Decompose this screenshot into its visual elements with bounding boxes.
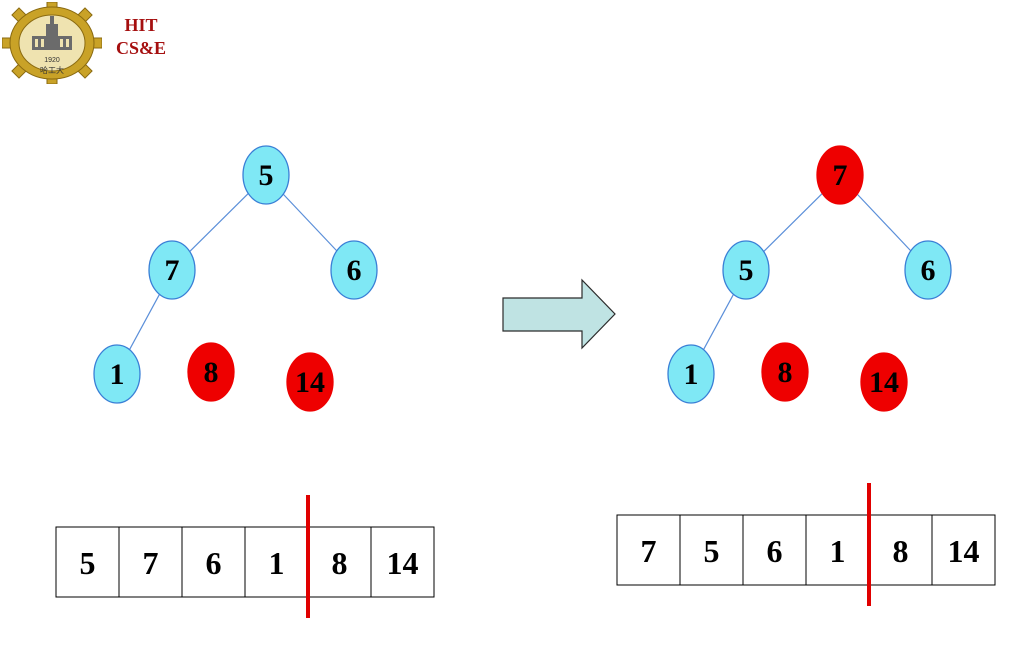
after-tree-node-label-4: 8 [778,356,793,389]
after-tree-node-label-5: 14 [869,366,899,399]
after-array-value-2: 6 [767,533,783,569]
after-tree-node-label-0: 7 [833,159,848,192]
before-array-cell-0 [55,526,120,598]
before-tree-edge [128,292,161,352]
after-tree-node-label-1: 5 [739,254,754,287]
after-array-value-1: 5 [704,533,720,569]
before-array-value-1: 7 [143,545,159,581]
before-tree-node-1 [148,240,196,300]
after-array-cell-0 [616,514,681,586]
before-array-value-0: 5 [80,545,96,581]
before-tree-node-5 [286,352,334,412]
after-array-cell-5 [931,514,996,586]
before-tree-node-4 [187,342,235,402]
before-array-value-3: 1 [269,545,285,581]
before-tree-node-label-4: 8 [204,356,219,389]
svg-text:1920: 1920 [44,57,60,64]
before-tree-edge [282,193,338,252]
gear-seal-icon: 1920 哈工大 [1,1,103,85]
after-array-value-5: 14 [948,533,980,569]
university-seal-logo: 1920 哈工大 [1,1,103,85]
after-tree-edge [856,193,912,252]
before-tree-node-label-2: 6 [347,254,362,287]
after-tree-edge [763,193,823,252]
org-name-line2: CS&E [116,38,167,58]
svg-text:哈工大: 哈工大 [40,65,64,75]
after-array-cell-4 [868,514,933,586]
before-array-value-4: 8 [332,545,348,581]
before-array-cell-5 [370,526,435,598]
after-tree-node-label-3: 1 [684,358,699,391]
before-array-value-2: 6 [206,545,222,581]
before-tree-node-0 [242,145,290,205]
before-array-value-5: 14 [387,545,419,581]
after-tree-edge [702,292,735,352]
after-array-value-4: 8 [893,533,909,569]
after-tree-node-5 [860,352,908,412]
after-array-value-3: 1 [830,533,846,569]
before-tree-edge [189,193,249,252]
before-tree-node-label-1: 7 [165,254,180,287]
transition-arrow-icon [502,278,616,350]
after-array-value-0: 7 [641,533,657,569]
before-tree-node-label-5: 14 [295,366,325,399]
before-array-cell-1 [118,526,183,598]
after-tree-node-2 [904,240,952,300]
org-name-line1: HIT [124,15,158,35]
org-name: HIT CS&E [116,14,166,60]
before-tree-node-label-0: 5 [259,159,274,192]
before-tree-node-3 [93,344,141,404]
before-array-cell-2 [181,526,246,598]
after-array-cell-3 [805,514,870,586]
after-tree-node-3 [667,344,715,404]
after-array-cell-2 [742,514,807,586]
after-tree-node-label-2: 6 [921,254,936,287]
before-tree-node-2 [330,240,378,300]
after-tree-node-4 [761,342,809,402]
after-tree-node-1 [722,240,770,300]
after-tree-node-0 [816,145,864,205]
before-tree-node-label-3: 1 [110,358,125,391]
